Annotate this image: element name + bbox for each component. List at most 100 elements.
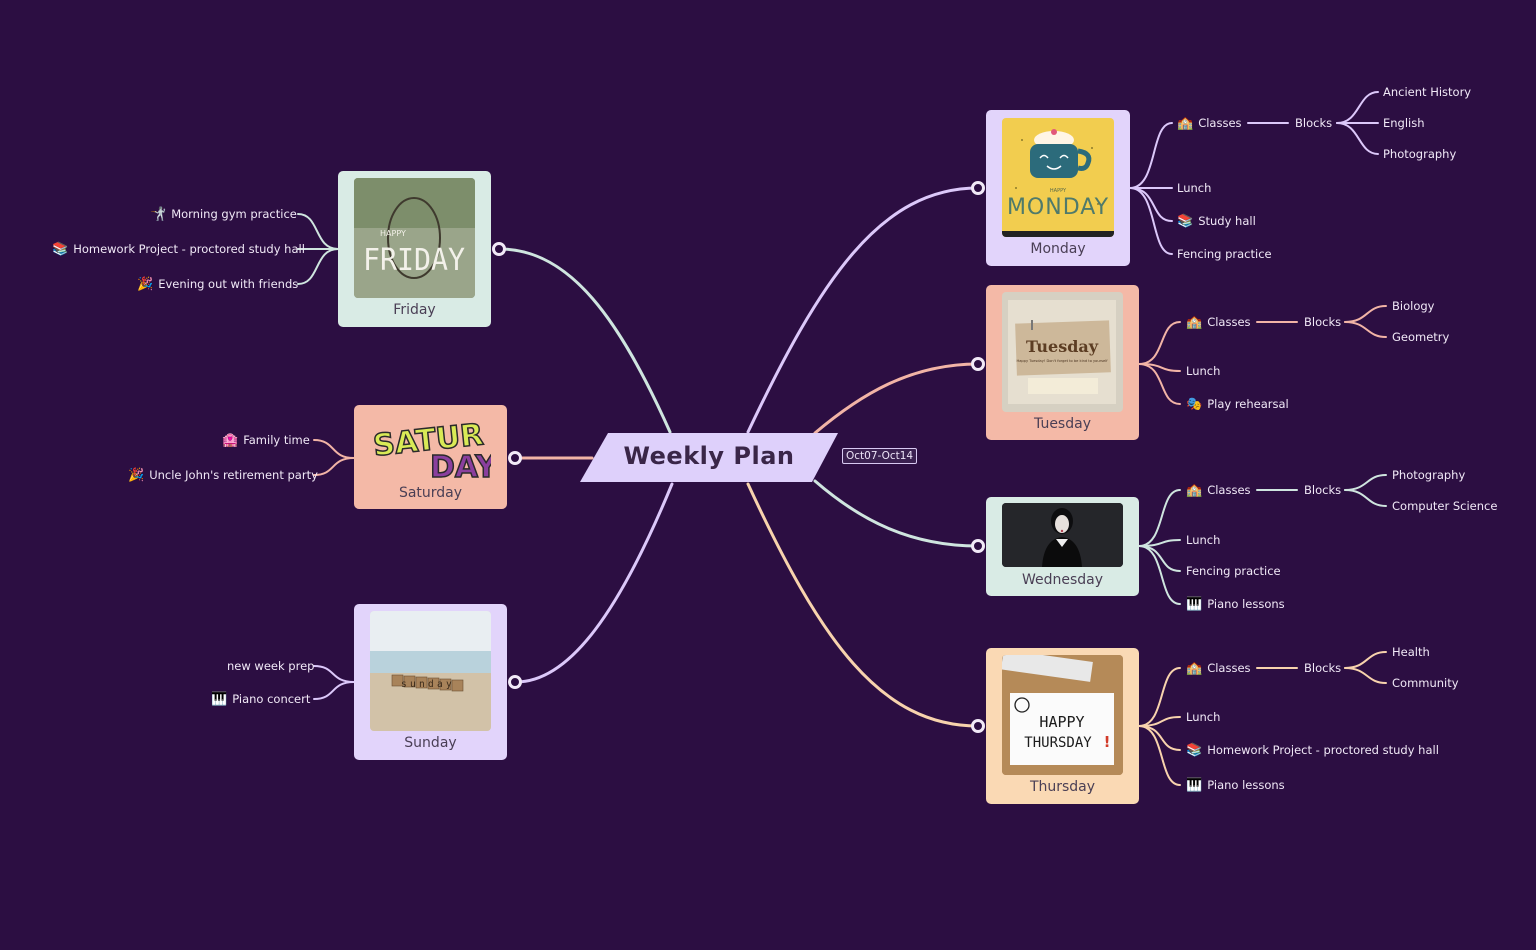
day-label-saturday: Saturday <box>398 485 463 501</box>
books-icon: 📚 <box>52 242 69 257</box>
sunday-prep[interactable]: new week prep <box>227 659 315 673</box>
wednesday-image <box>1002 503 1123 567</box>
piano-icon: 🎹 <box>1186 597 1203 612</box>
thursday-image-mark: ! <box>1104 733 1111 751</box>
day-label-friday: Friday <box>393 302 436 318</box>
friday-forest-illustration: HAPPY FRIDAY <box>354 178 475 298</box>
piano-icon: 🎹 <box>211 692 228 707</box>
sunday-image-word: sunday <box>401 679 455 690</box>
monday-subject[interactable]: Photography <box>1383 147 1457 161</box>
friday-homework[interactable]: 📚Homework Project - proctored study hall <box>52 242 305 257</box>
friday-image-top: HAPPY <box>380 229 406 238</box>
thursday-homework[interactable]: 📚Homework Project - proctored study hall <box>1186 743 1439 758</box>
card-sunday[interactable]: sunday Sunday <box>354 604 507 760</box>
thursday-image-line2: THURSDAY <box>1024 735 1092 751</box>
day-label-thursday: Thursday <box>1029 779 1096 795</box>
school-icon: 🏫 <box>1186 315 1203 330</box>
thursday-note-illustration: HAPPY THURSDAY ! <box>1002 655 1123 775</box>
date-range-label[interactable]: Oct07-Oct14 <box>842 448 918 464</box>
school-icon: 🏫 <box>1177 116 1194 131</box>
thursday-lunch[interactable]: Lunch <box>1186 710 1221 724</box>
day-label-sunday: Sunday <box>404 735 457 751</box>
tuesday-play[interactable]: 🎭Play rehearsal <box>1186 397 1289 412</box>
wednesday-subject[interactable]: Computer Science <box>1392 499 1498 513</box>
branch-monday <box>746 186 980 434</box>
monday-lunch[interactable]: Lunch <box>1177 181 1212 195</box>
card-wednesday[interactable]: Wednesday <box>986 497 1139 596</box>
thursday-blocks[interactable]: Blocks <box>1304 661 1342 675</box>
books-icon: 📚 <box>1177 214 1194 229</box>
central-topic[interactable]: Weekly Plan <box>580 433 838 482</box>
branch-wednesday <box>813 479 980 548</box>
sunday-beach-illustration: sunday <box>370 611 491 731</box>
sunday-concert[interactable]: 🎹Piano concert <box>211 692 311 707</box>
party-popper-icon: 🎉 <box>128 468 145 483</box>
branch-friday <box>498 247 672 434</box>
tuesday-blocks[interactable]: Blocks <box>1304 315 1342 329</box>
school-icon: 🏫 <box>1186 483 1203 498</box>
branch-tuesday <box>813 362 980 435</box>
thursday-piano[interactable]: 🎹Piano lessons <box>1186 778 1285 793</box>
wednesday-piano[interactable]: 🎹Piano lessons <box>1186 597 1285 612</box>
friday-evening[interactable]: 🎉Evening out with friends <box>137 277 299 292</box>
day-label-wednesday: Wednesday <box>1021 572 1104 588</box>
collapse-toggle-tuesday <box>971 357 985 371</box>
sunday-image: sunday <box>370 611 491 731</box>
theater-masks-icon: 🎭 <box>1186 397 1203 412</box>
saturday-family[interactable]: 🏩Family time <box>222 433 310 448</box>
tuesday-image: Tuesday Happy Tuesday! Don't forget to b… <box>1002 292 1123 412</box>
wednesday-portrait-illustration <box>1002 503 1123 567</box>
thursday-subject[interactable]: Health <box>1392 645 1430 659</box>
monday-blocks[interactable]: Blocks <box>1295 116 1333 130</box>
monday-fencing[interactable]: Fencing practice <box>1177 247 1272 261</box>
wednesday-classes[interactable]: 🏫Classes <box>1186 483 1251 498</box>
tuesday-classes[interactable]: 🏫Classes <box>1186 315 1251 330</box>
tuesday-subject[interactable]: Geometry <box>1392 330 1450 344</box>
saturday-image: SATUR DAY <box>370 411 491 483</box>
thursday-subject[interactable]: Community <box>1392 676 1459 690</box>
card-thursday[interactable]: HAPPY THURSDAY ! Thursday <box>986 648 1139 804</box>
piano-icon: 🎹 <box>1186 778 1203 793</box>
card-monday[interactable]: HAPPY MONDAY Monday <box>986 110 1130 266</box>
friday-image-word: FRIDAY <box>363 243 465 278</box>
tuesday-paper-illustration: Tuesday Happy Tuesday! Don't forget to b… <box>1008 300 1116 404</box>
collapse-toggle-saturday <box>508 451 522 465</box>
monday-classes[interactable]: 🏫Classes <box>1177 116 1242 131</box>
saturday-lettering-illustration: SATUR DAY <box>371 417 491 483</box>
monday-subject[interactable]: English <box>1383 116 1425 130</box>
collapse-toggle-friday <box>492 242 506 256</box>
monday-subject[interactable]: Ancient History <box>1383 85 1472 99</box>
card-saturday[interactable]: SATUR DAY Saturday <box>354 405 507 509</box>
friday-gym[interactable]: 🤺Morning gym practice <box>150 207 297 222</box>
day-label-monday: Monday <box>1030 241 1086 257</box>
thursday-image: HAPPY THURSDAY ! <box>1002 655 1123 775</box>
wednesday-fencing[interactable]: Fencing practice <box>1186 564 1281 578</box>
tuesday-image-word: Tuesday <box>1026 337 1099 356</box>
wednesday-subject[interactable]: Photography <box>1392 468 1466 482</box>
thursday-classes[interactable]: 🏫Classes <box>1186 661 1251 676</box>
house-icon: 🏩 <box>222 433 239 448</box>
saturday-image-word2: DAY <box>430 450 491 483</box>
day-label-tuesday: Tuesday <box>1034 416 1091 432</box>
monday-mug-illustration: HAPPY MONDAY <box>1002 129 1114 237</box>
thursday-image-line1: HAPPY <box>1039 713 1084 731</box>
collapse-toggle-monday <box>971 181 985 195</box>
branch-thursday <box>746 482 980 728</box>
party-popper-icon: 🎉 <box>137 277 154 292</box>
central-topic-title: Weekly Plan <box>623 442 795 470</box>
tuesday-subject[interactable]: Biology <box>1392 299 1435 313</box>
card-tuesday[interactable]: Tuesday Happy Tuesday! Don't forget to b… <box>986 285 1139 440</box>
monday-image-top: HAPPY <box>1050 188 1067 194</box>
fencing-icon: 🤺 <box>150 207 167 222</box>
school-icon: 🏫 <box>1186 661 1203 676</box>
tuesday-lunch[interactable]: Lunch <box>1186 364 1221 378</box>
monday-study-hall[interactable]: 📚Study hall <box>1177 214 1256 229</box>
saturday-party[interactable]: 🎉Uncle John's retirement party <box>128 468 318 483</box>
card-friday[interactable]: HAPPY FRIDAY Friday <box>338 171 491 327</box>
wednesday-blocks[interactable]: Blocks <box>1304 483 1342 497</box>
collapse-toggle-wednesday <box>971 539 985 553</box>
central-topic-shape <box>580 433 838 482</box>
wednesday-lunch[interactable]: Lunch <box>1186 533 1221 547</box>
friday-image: HAPPY FRIDAY <box>354 178 475 298</box>
